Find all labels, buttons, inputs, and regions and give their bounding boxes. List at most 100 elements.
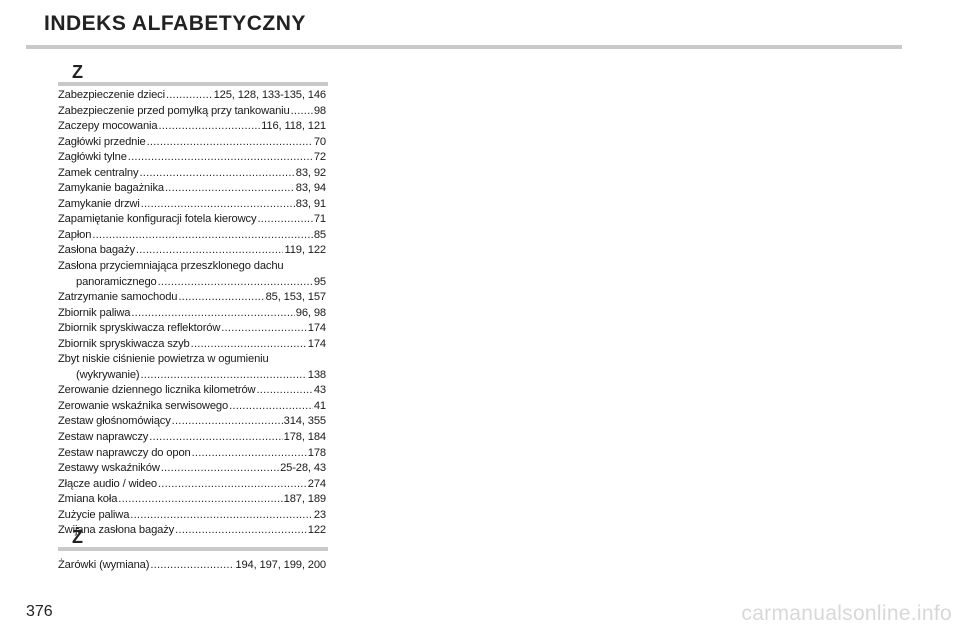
index-entry: Zmiana koła 187, 189 (58, 492, 326, 508)
index-entry: Zamek centralny 83, 92 (58, 166, 326, 182)
index-pages: 178 (307, 446, 326, 459)
index-pages: 83, 94 (295, 182, 326, 195)
section-letter-z-dot: Ż (72, 527, 83, 547)
index-entry: Zapamiętanie konfiguracji fotela kierowc… (58, 212, 326, 228)
index-pages: 83, 91 (295, 197, 326, 210)
index-term: Zamykanie drzwi (58, 197, 140, 210)
index-entry: Zamykanie bagażnika 83, 94 (58, 181, 326, 197)
index-list-z: Zabezpieczenie dzieci 125, 128, 133-135, … (58, 88, 326, 539)
dot-leader (158, 275, 313, 291)
index-term: Zabezpieczenie przed pomyłką przy tankow… (58, 104, 290, 117)
index-entry: Zasłona bagaży 119, 122 (58, 243, 326, 259)
index-pages: 119, 122 (284, 244, 326, 257)
index-term: Zwijana zasłona bagaży (58, 524, 175, 537)
dot-leader (136, 243, 284, 259)
dot-leader (161, 461, 279, 477)
page-title: INDEKS ALFABETYCZNY (44, 12, 306, 35)
index-term: Zabezpieczenie dzieci (58, 89, 165, 101)
index-pages: 25-28, 43 (280, 462, 326, 475)
dot-leader (130, 508, 313, 524)
index-pages: 274 (307, 477, 326, 490)
index-term: (wykrywanie) (76, 368, 140, 381)
dot-leader (257, 383, 313, 399)
index-entry: Zamykanie drzwi 83, 91 (58, 197, 326, 213)
index-entry: Zbiornik spryskiwacza szyb174 (58, 337, 326, 353)
dot-leader (141, 197, 295, 213)
header-divider (26, 45, 902, 49)
index-pages: 83, 92 (295, 166, 326, 179)
index-term: Zerowanie wskaźnika serwisowego (58, 399, 229, 412)
index-entry: Zatrzymanie samochodu 85, 153, 157 (58, 290, 326, 306)
dot-leader (166, 88, 213, 104)
index-pages: 85, 153, 157 (265, 291, 327, 304)
index-entry: Zerowanie dziennego licznika kilometrów 4… (58, 383, 326, 399)
index-entry: Zestawy wskaźników 25-28, 43 (58, 461, 326, 477)
index-entry: Zerowanie wskaźnika serwisowego 41 (58, 399, 326, 415)
index-term: Zagłówki przednie (58, 135, 146, 148)
index-term: Zamek centralny (58, 166, 139, 179)
index-entry: Zestaw naprawczy178, 184 (58, 430, 326, 446)
dot-leader (131, 306, 294, 322)
index-entry: Żarówki (wymiana) 194, 197, 199, 200 (58, 558, 326, 574)
index-term: Zużycie paliwa (58, 508, 130, 521)
index-entry: Zużycie paliwa23 (58, 508, 326, 524)
index-pages: 96, 98 (295, 306, 326, 319)
index-pages: 138 (307, 368, 326, 381)
index-entry: Zestaw głośnomówiący314, 355 (58, 414, 326, 430)
dot-leader (150, 558, 234, 574)
index-pages: 125, 128, 133-135, 146 (213, 89, 327, 101)
index-entry: Zabezpieczenie dzieci 125, 128, 133-135, … (58, 88, 326, 104)
index-term: Zamykanie bagażnika (58, 182, 164, 195)
index-term: Zasłona bagaży (58, 244, 135, 257)
dot-leader (175, 523, 307, 539)
index-term: Żarówki (wymiana) (58, 559, 150, 571)
index-pages: 70 (313, 135, 326, 148)
index-entry: Zbiornik paliwa96, 98 (58, 306, 326, 322)
dot-leader (149, 430, 282, 446)
section-divider-z-dot (58, 547, 328, 551)
page-number: 376 (26, 603, 53, 620)
index-pages: 43 (313, 384, 326, 397)
index-pages: 98 (313, 104, 326, 117)
index-term: Zbiornik spryskiwacza szyb (58, 337, 190, 350)
index-pages: 72 (313, 151, 326, 164)
index-pages: 95 (313, 275, 326, 288)
section-letter-z: Z (72, 62, 83, 82)
index-term: Zestaw głośnomówiący (58, 415, 171, 428)
dot-leader (92, 228, 313, 244)
index-term: Zestaw naprawczy do opon (58, 446, 191, 459)
index-list-z-dot: Żarówki (wymiana) 194, 197, 199, 200 (58, 558, 326, 574)
index-pages: 116, 118, 121 (261, 120, 326, 133)
dot-leader (257, 212, 312, 228)
index-pages: 194, 197, 199, 200 (235, 559, 326, 571)
index-entry: Zagłówki przednie 70 (58, 135, 326, 151)
dot-leader (158, 477, 307, 493)
dot-leader (229, 399, 313, 415)
index-pages: 41 (313, 399, 326, 412)
index-pages: 122 (307, 524, 326, 537)
dot-leader (172, 414, 283, 430)
index-pages: 85 (313, 228, 326, 241)
dot-leader (140, 368, 306, 384)
index-entry: Złącze audio / wideo274 (58, 477, 326, 493)
index-term: Zmiana koła (58, 493, 118, 506)
index-term: Zerowanie dziennego licznika kilometrów (58, 384, 256, 397)
index-entry: Zagłówki tylne72 (58, 150, 326, 166)
dot-leader (128, 150, 313, 166)
index-entry-first-line: Zasłona przyciemniająca przeszklonego da… (58, 260, 284, 273)
dot-leader (139, 166, 294, 182)
index-term: Zestawy wskaźników (58, 462, 160, 475)
index-pages: 174 (307, 322, 326, 335)
index-term: Zaczepy mocowania (58, 120, 158, 133)
index-term: Zatrzymanie samochodu (58, 291, 178, 304)
index-term: Zapłon (58, 228, 92, 241)
dot-leader (192, 446, 307, 462)
index-entry: Zwijana zasłona bagaży 122 (58, 523, 326, 539)
dot-leader (191, 337, 307, 353)
index-entry: Zapłon 85 (58, 228, 326, 244)
index-entry-first-line: Zbyt niskie ciśnienie powietrza w ogumie… (58, 353, 269, 366)
index-entry: Zestaw naprawczy do opon 178 (58, 446, 326, 462)
index-pages: 187, 189 (283, 493, 327, 506)
index-term: Zestaw naprawczy (58, 431, 149, 444)
watermark: carmanualsonline.info (741, 602, 952, 625)
